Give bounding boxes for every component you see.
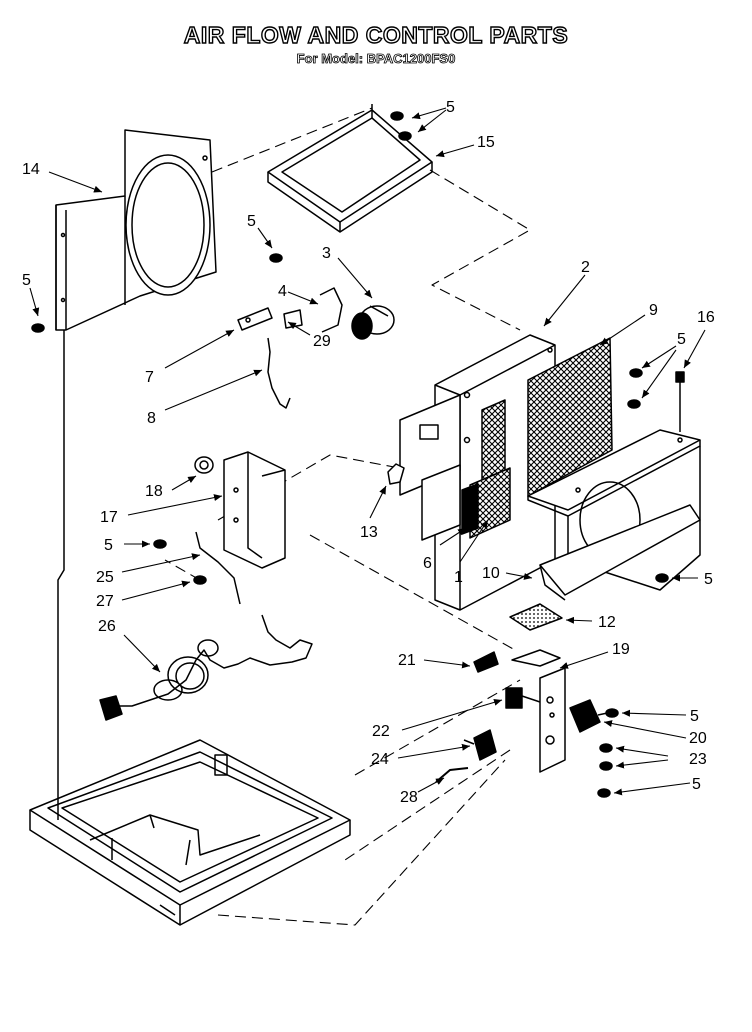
callout-21: 21 [398, 652, 416, 669]
callout-5-mid-left: 5 [104, 537, 113, 554]
control-box-part-17 [223, 451, 286, 569]
callout-29: 29 [313, 333, 331, 350]
screw-part-16 [675, 371, 685, 432]
screen-part-1 [461, 399, 511, 539]
callout-10: 10 [482, 565, 500, 582]
callout-3: 3 [322, 245, 331, 262]
clip-part-13 [387, 463, 405, 485]
callout-25: 25 [96, 569, 114, 586]
callout-5-bottom: 5 [692, 776, 701, 793]
callout-5-right-lower: 5 [690, 708, 699, 725]
callout-7: 7 [145, 369, 154, 386]
diagram-title: AIR FLOW AND CONTROL PARTS [183, 21, 569, 48]
terminal-block-part-21 [473, 651, 499, 673]
callout-9: 9 [649, 302, 658, 319]
base-pan [29, 739, 351, 926]
callout-24: 24 [371, 751, 389, 768]
thermostat-bracket-part-7 [237, 307, 303, 331]
grommet-part-18 [194, 456, 214, 474]
callout-16: 16 [697, 309, 715, 326]
rocker-switch-part-24 [463, 729, 497, 761]
capacitor-strap-part-4 [319, 287, 343, 333]
callout-5-upper-mid: 5 [247, 213, 256, 230]
power-cord-part-26 [99, 614, 313, 721]
callout-14: 14 [22, 161, 40, 178]
top-bracket-part-15 [267, 104, 433, 233]
wire-harness-part-25 [195, 531, 241, 605]
callout-23: 23 [689, 751, 707, 768]
callout-6: 6 [423, 555, 432, 572]
alignment-line [57, 330, 65, 820]
callout-28: 28 [400, 789, 418, 806]
rotary-switch-part-22 [505, 687, 541, 709]
blower-base-part-10 [527, 429, 701, 601]
callout-5-top: 5 [446, 99, 455, 116]
callout-1: 1 [454, 569, 463, 586]
callout-22: 22 [372, 723, 390, 740]
capacitor-part-3 [351, 305, 395, 340]
callout-26: 26 [98, 618, 116, 635]
callout-27: 27 [96, 593, 114, 610]
foam-pad-part-12 [509, 603, 563, 631]
callout-17: 17 [100, 509, 118, 526]
filter-grille-part-9 [527, 337, 613, 497]
thermostat-control-part-20 [569, 699, 613, 733]
callout-20: 20 [689, 730, 707, 747]
sensing-bulb-part-8 [267, 337, 291, 409]
callout-5-right-mid: 5 [704, 571, 713, 588]
callout-5-right-upper: 5 [677, 331, 686, 348]
callout-18: 18 [145, 483, 163, 500]
switch-bracket-part-19 [511, 649, 566, 773]
callout-4: 4 [278, 283, 287, 300]
callout-13: 13 [360, 524, 378, 541]
screws [31, 111, 669, 798]
callout-8: 8 [147, 410, 156, 427]
fan-shroud-part-14 [55, 129, 217, 331]
callout-12: 12 [598, 614, 616, 631]
callout-labels: 14 15 5 5 5 3 2 4 29 7 9 16 5 8 18 17 13… [22, 99, 715, 806]
callout-2: 2 [581, 259, 590, 276]
callout-19: 19 [612, 641, 630, 658]
leader-lines [29, 107, 706, 796]
callout-5-left: 5 [22, 272, 31, 289]
model-subtitle: For Model: BPAC1200FS0 [296, 51, 456, 67]
callout-15: 15 [477, 134, 495, 151]
